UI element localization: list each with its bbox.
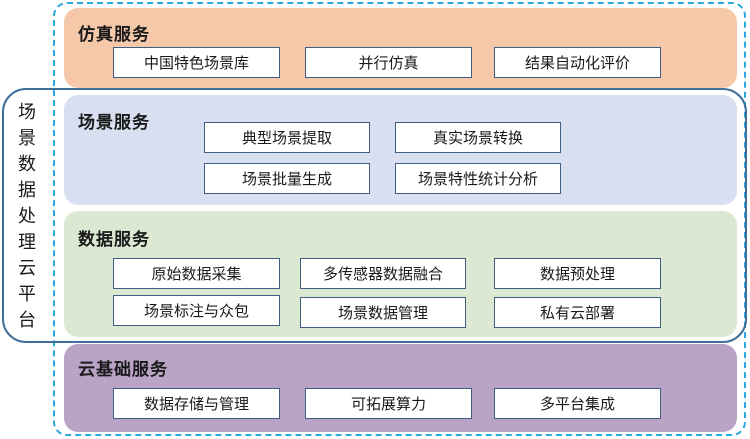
box-batch-scenario-generation: 场景批量生成 (204, 163, 370, 194)
box-annotation-crowdsourcing: 场景标注与众包 (113, 295, 280, 326)
box-typical-scenario-extraction: 典型场景提取 (204, 122, 370, 153)
box-data-storage-management: 数据存储与管理 (113, 388, 280, 419)
side-label-char: 数 (18, 154, 36, 175)
box-automated-evaluation: 结果自动化评价 (494, 47, 661, 78)
box-scenario-statistics-analysis: 场景特性统计分析 (395, 163, 561, 194)
cloud-platform-frame (2, 88, 747, 343)
cloud-layer-title: 云基础服务 (78, 360, 168, 380)
box-china-scenario-library: 中国特色场景库 (113, 47, 280, 78)
side-label-char: 场 (18, 102, 36, 123)
scenario-layer-title: 场景服务 (78, 113, 150, 133)
data-layer-title: 数据服务 (78, 230, 150, 250)
box-multi-sensor-fusion: 多传感器数据融合 (300, 258, 466, 289)
side-label-char: 处 (18, 206, 36, 227)
side-label-char: 理 (18, 232, 36, 253)
side-label-char: 云 (18, 258, 36, 279)
box-private-cloud-deployment: 私有云部署 (494, 297, 661, 328)
side-label-char: 平 (18, 284, 36, 305)
box-scalable-compute: 可拓展算力 (305, 388, 472, 419)
simulation-layer-title: 仿真服务 (78, 25, 150, 45)
box-parallel-simulation: 并行仿真 (305, 47, 472, 78)
cloud-platform-vertical-label: 场 景 数 据 处 理 云 平 台 (14, 100, 40, 334)
side-label-char: 据 (18, 180, 36, 201)
side-label-char: 台 (18, 310, 36, 331)
box-real-scenario-conversion: 真实场景转换 (395, 122, 561, 153)
box-multi-platform-integration: 多平台集成 (494, 388, 661, 419)
side-label-char: 景 (18, 128, 36, 149)
box-raw-data-collection: 原始数据采集 (113, 258, 280, 289)
box-scenario-data-management: 场景数据管理 (300, 297, 466, 328)
box-data-preprocessing: 数据预处理 (494, 258, 661, 289)
